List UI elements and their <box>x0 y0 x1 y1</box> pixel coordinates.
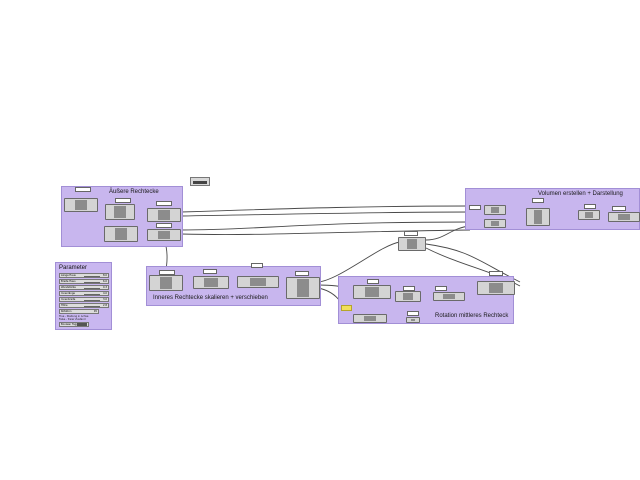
number-slider[interactable]: Rotation 45 <box>59 309 99 314</box>
node-tag <box>251 263 263 268</box>
number-slider[interactable]: Innenbreite 3.0 <box>59 297 109 302</box>
boolean-toggle[interactable]: Boolean Toggle <box>59 322 89 327</box>
component-node[interactable] <box>608 212 640 222</box>
toggle-button[interactable] <box>77 323 87 326</box>
component-node[interactable] <box>353 314 387 323</box>
component-node[interactable] <box>104 226 138 242</box>
component-node[interactable] <box>147 208 181 222</box>
slider-value: 4.0 <box>103 292 107 295</box>
slider-track[interactable] <box>84 306 100 307</box>
slider-track[interactable] <box>84 300 100 301</box>
slider-label: Breite Haus <box>61 280 76 283</box>
component-node[interactable] <box>398 237 426 251</box>
group-title: Volumen erstellen + Darstellung <box>538 191 623 197</box>
slider-value: 3.0 <box>103 298 107 301</box>
component-node[interactable] <box>286 277 320 299</box>
slider-track[interactable] <box>84 288 100 289</box>
component-node[interactable] <box>64 198 98 212</box>
slider-value: 2.8 <box>103 304 107 307</box>
component-node[interactable] <box>433 292 465 301</box>
toggle-label: Boolean Toggle <box>61 323 80 326</box>
number-slider[interactable]: Wandstärke 0.3 <box>59 285 109 290</box>
slider-value: 0.3 <box>103 286 107 289</box>
group-title: Äußere Rechtecke <box>109 189 159 195</box>
node-tag <box>532 198 544 203</box>
node-tag <box>469 205 481 210</box>
group-title: Inneres Rechtecke skalieren + verschiebe… <box>153 295 268 301</box>
slider-value: 45 <box>93 310 97 313</box>
component-node[interactable] <box>406 317 420 323</box>
node-tag <box>407 311 419 316</box>
component-node[interactable] <box>147 229 181 241</box>
node-tag <box>115 198 131 203</box>
node-tag <box>75 187 91 192</box>
boolean-toggle-true[interactable] <box>341 305 352 311</box>
group-outer-rectangles[interactable]: Äußere Rechtecke <box>61 186 183 247</box>
component-node[interactable] <box>395 291 421 302</box>
node-tag <box>489 271 503 276</box>
group-rotation[interactable]: Rotation mittleres Rechteck <box>338 271 515 324</box>
node-tag <box>403 286 415 291</box>
node-tag <box>435 286 447 291</box>
note-text: False - freier Zustand <box>59 318 86 321</box>
slider-track[interactable] <box>84 294 100 295</box>
node-tag <box>295 271 309 276</box>
node-tag <box>156 223 172 228</box>
floating-component[interactable] <box>190 177 210 186</box>
slider-value: 6.0 <box>103 280 107 283</box>
component-node[interactable] <box>484 205 506 215</box>
node-tag <box>367 279 379 284</box>
slider-value: 8.0 <box>103 274 107 277</box>
group-inner-rectangles[interactable]: Inneres Rechtecke skalieren + verschiebe… <box>146 263 321 306</box>
parameter-panel: Parameter Länge Haus 8.0 Breite Haus 6.0… <box>55 262 112 330</box>
slider-track[interactable] <box>84 282 100 283</box>
component-node[interactable] <box>477 281 515 295</box>
component-node[interactable] <box>484 219 506 228</box>
node-tag <box>404 231 418 236</box>
component-node[interactable] <box>526 208 550 226</box>
node-tag <box>159 270 175 275</box>
number-slider[interactable]: Breite Haus 6.0 <box>59 279 109 284</box>
node-tag <box>203 269 217 274</box>
node-tag <box>612 206 626 211</box>
slider-label: Rotation <box>61 310 72 313</box>
slider-label: Innenlänge <box>61 292 75 295</box>
number-slider[interactable]: Länge Haus 8.0 <box>59 273 109 278</box>
number-slider[interactable]: Innenlänge 4.0 <box>59 291 109 296</box>
component-node[interactable] <box>237 276 279 288</box>
group-volume[interactable]: Volumen erstellen + Darstellung <box>465 188 640 230</box>
component-node[interactable] <box>578 210 600 220</box>
node-tag <box>156 201 172 206</box>
component-node[interactable] <box>193 276 229 289</box>
slider-label: Innenbreite <box>61 298 76 301</box>
component-node[interactable] <box>353 285 391 299</box>
component-node[interactable] <box>105 204 135 220</box>
slider-label: Höhe <box>61 304 68 307</box>
number-slider[interactable]: Höhe 2.8 <box>59 303 109 308</box>
component-node[interactable] <box>149 275 183 291</box>
note-text: True - Stellung in Achse <box>59 315 89 318</box>
slider-label: Wandstärke <box>61 286 76 289</box>
group-title: Rotation mittleres Rechteck <box>435 313 509 319</box>
parameter-title: Parameter <box>59 265 88 271</box>
node-tag <box>584 204 596 209</box>
slider-label: Länge Haus <box>61 274 76 277</box>
slider-track[interactable] <box>84 276 100 277</box>
